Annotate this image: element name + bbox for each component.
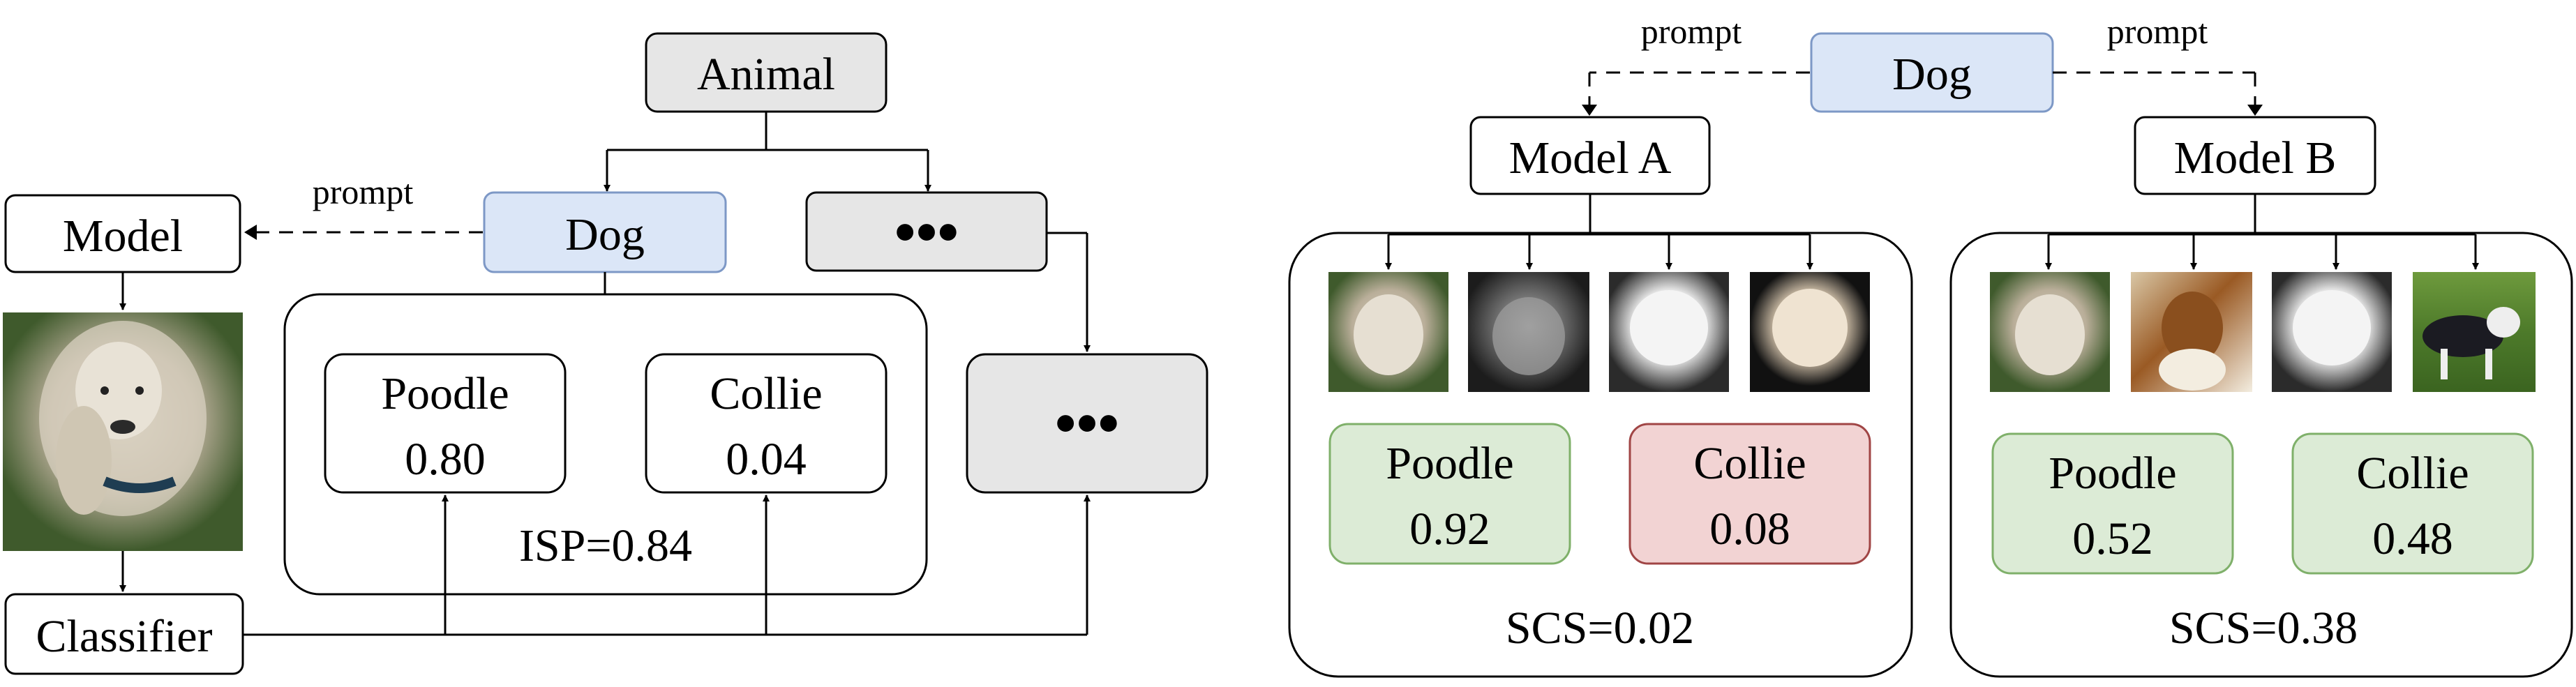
- model-a-image-2: [1468, 272, 1589, 392]
- animal-label: Animal: [697, 49, 835, 100]
- result-name: Poodle: [1386, 438, 1513, 489]
- class-name: Poodle: [381, 368, 509, 419]
- model-a-image-4: [1750, 272, 1870, 392]
- ellipsis-node-top: •••: [805, 191, 1048, 272]
- result-score: 0.08: [1709, 504, 1790, 554]
- class-score: 0.80: [405, 434, 486, 485]
- isp-label: ISP=0.84: [519, 520, 692, 571]
- prompt-label-a: prompt: [1641, 12, 1742, 51]
- result-name: Poodle: [2049, 448, 2176, 499]
- right-dog-node: Dog: [1810, 32, 2054, 113]
- classifier-label: Classifier: [36, 611, 213, 662]
- model-b-image-2: [2131, 272, 2252, 392]
- prompt-connector-b: prompt: [2053, 12, 2263, 116]
- model-b-result-collie: Collie 0.48: [2291, 432, 2534, 575]
- class-card-collie: Collie 0.04: [645, 353, 888, 494]
- model-label: Model: [63, 211, 183, 262]
- class-name: Collie: [710, 368, 822, 419]
- prompt-connector-a: prompt: [1582, 12, 1810, 116]
- model-a-result-collie: Collie 0.08: [1628, 423, 1871, 565]
- model-b-node: Model B: [2134, 116, 2376, 195]
- model-a-image-3: [1609, 272, 1729, 392]
- result-score: 0.48: [2372, 513, 2453, 564]
- prompt-connector: prompt: [244, 172, 483, 240]
- animal-node: Animal: [645, 32, 888, 113]
- model-b-result-poodle: Poodle 0.52: [1991, 432, 2234, 575]
- ellipsis-node-bottom: •••: [966, 353, 1208, 494]
- scs-label-b: SCS=0.38: [2169, 603, 2358, 654]
- ellipsis-label-top: •••: [894, 199, 959, 266]
- model-b-image-3: [2272, 272, 2392, 392]
- prompt-label-b: prompt: [2107, 12, 2208, 51]
- prompt-label: prompt: [313, 172, 414, 211]
- classifier-feedback-connector: [243, 495, 1091, 636]
- result-name: Collie: [2356, 448, 2469, 499]
- ellipsis-connector: [1047, 232, 1091, 352]
- model-a-image-1: [1328, 272, 1448, 392]
- model-a-label: Model A: [1509, 133, 1672, 183]
- class-score: 0.04: [726, 434, 807, 485]
- dog-node: Dog: [483, 191, 727, 273]
- model-b-image-connector: [2045, 194, 2479, 270]
- result-name: Collie: [1693, 438, 1806, 489]
- model-b-image-4: [2413, 272, 2536, 392]
- scs-label-a: SCS=0.02: [1506, 603, 1694, 654]
- animal-children-connector: [604, 112, 931, 192]
- classifier-node: Classifier: [4, 593, 244, 675]
- ellipsis-label-bottom: •••: [1055, 390, 1119, 458]
- result-score: 0.52: [2072, 513, 2153, 564]
- model-b-image-1: [1990, 272, 2110, 392]
- right-dog-label: Dog: [1892, 49, 1972, 100]
- model-a-image-connector: [1385, 194, 1813, 270]
- class-card-poodle: Poodle 0.80: [324, 353, 567, 494]
- dog-label: Dog: [565, 209, 645, 260]
- model-a-result-poodle: Poodle 0.92: [1328, 423, 1571, 565]
- model-b-label: Model B: [2174, 133, 2337, 183]
- poodle-image: [3, 312, 243, 551]
- model-a-node: Model A: [1469, 116, 1711, 195]
- model-node: Model: [4, 194, 241, 273]
- result-score: 0.92: [1409, 504, 1490, 554]
